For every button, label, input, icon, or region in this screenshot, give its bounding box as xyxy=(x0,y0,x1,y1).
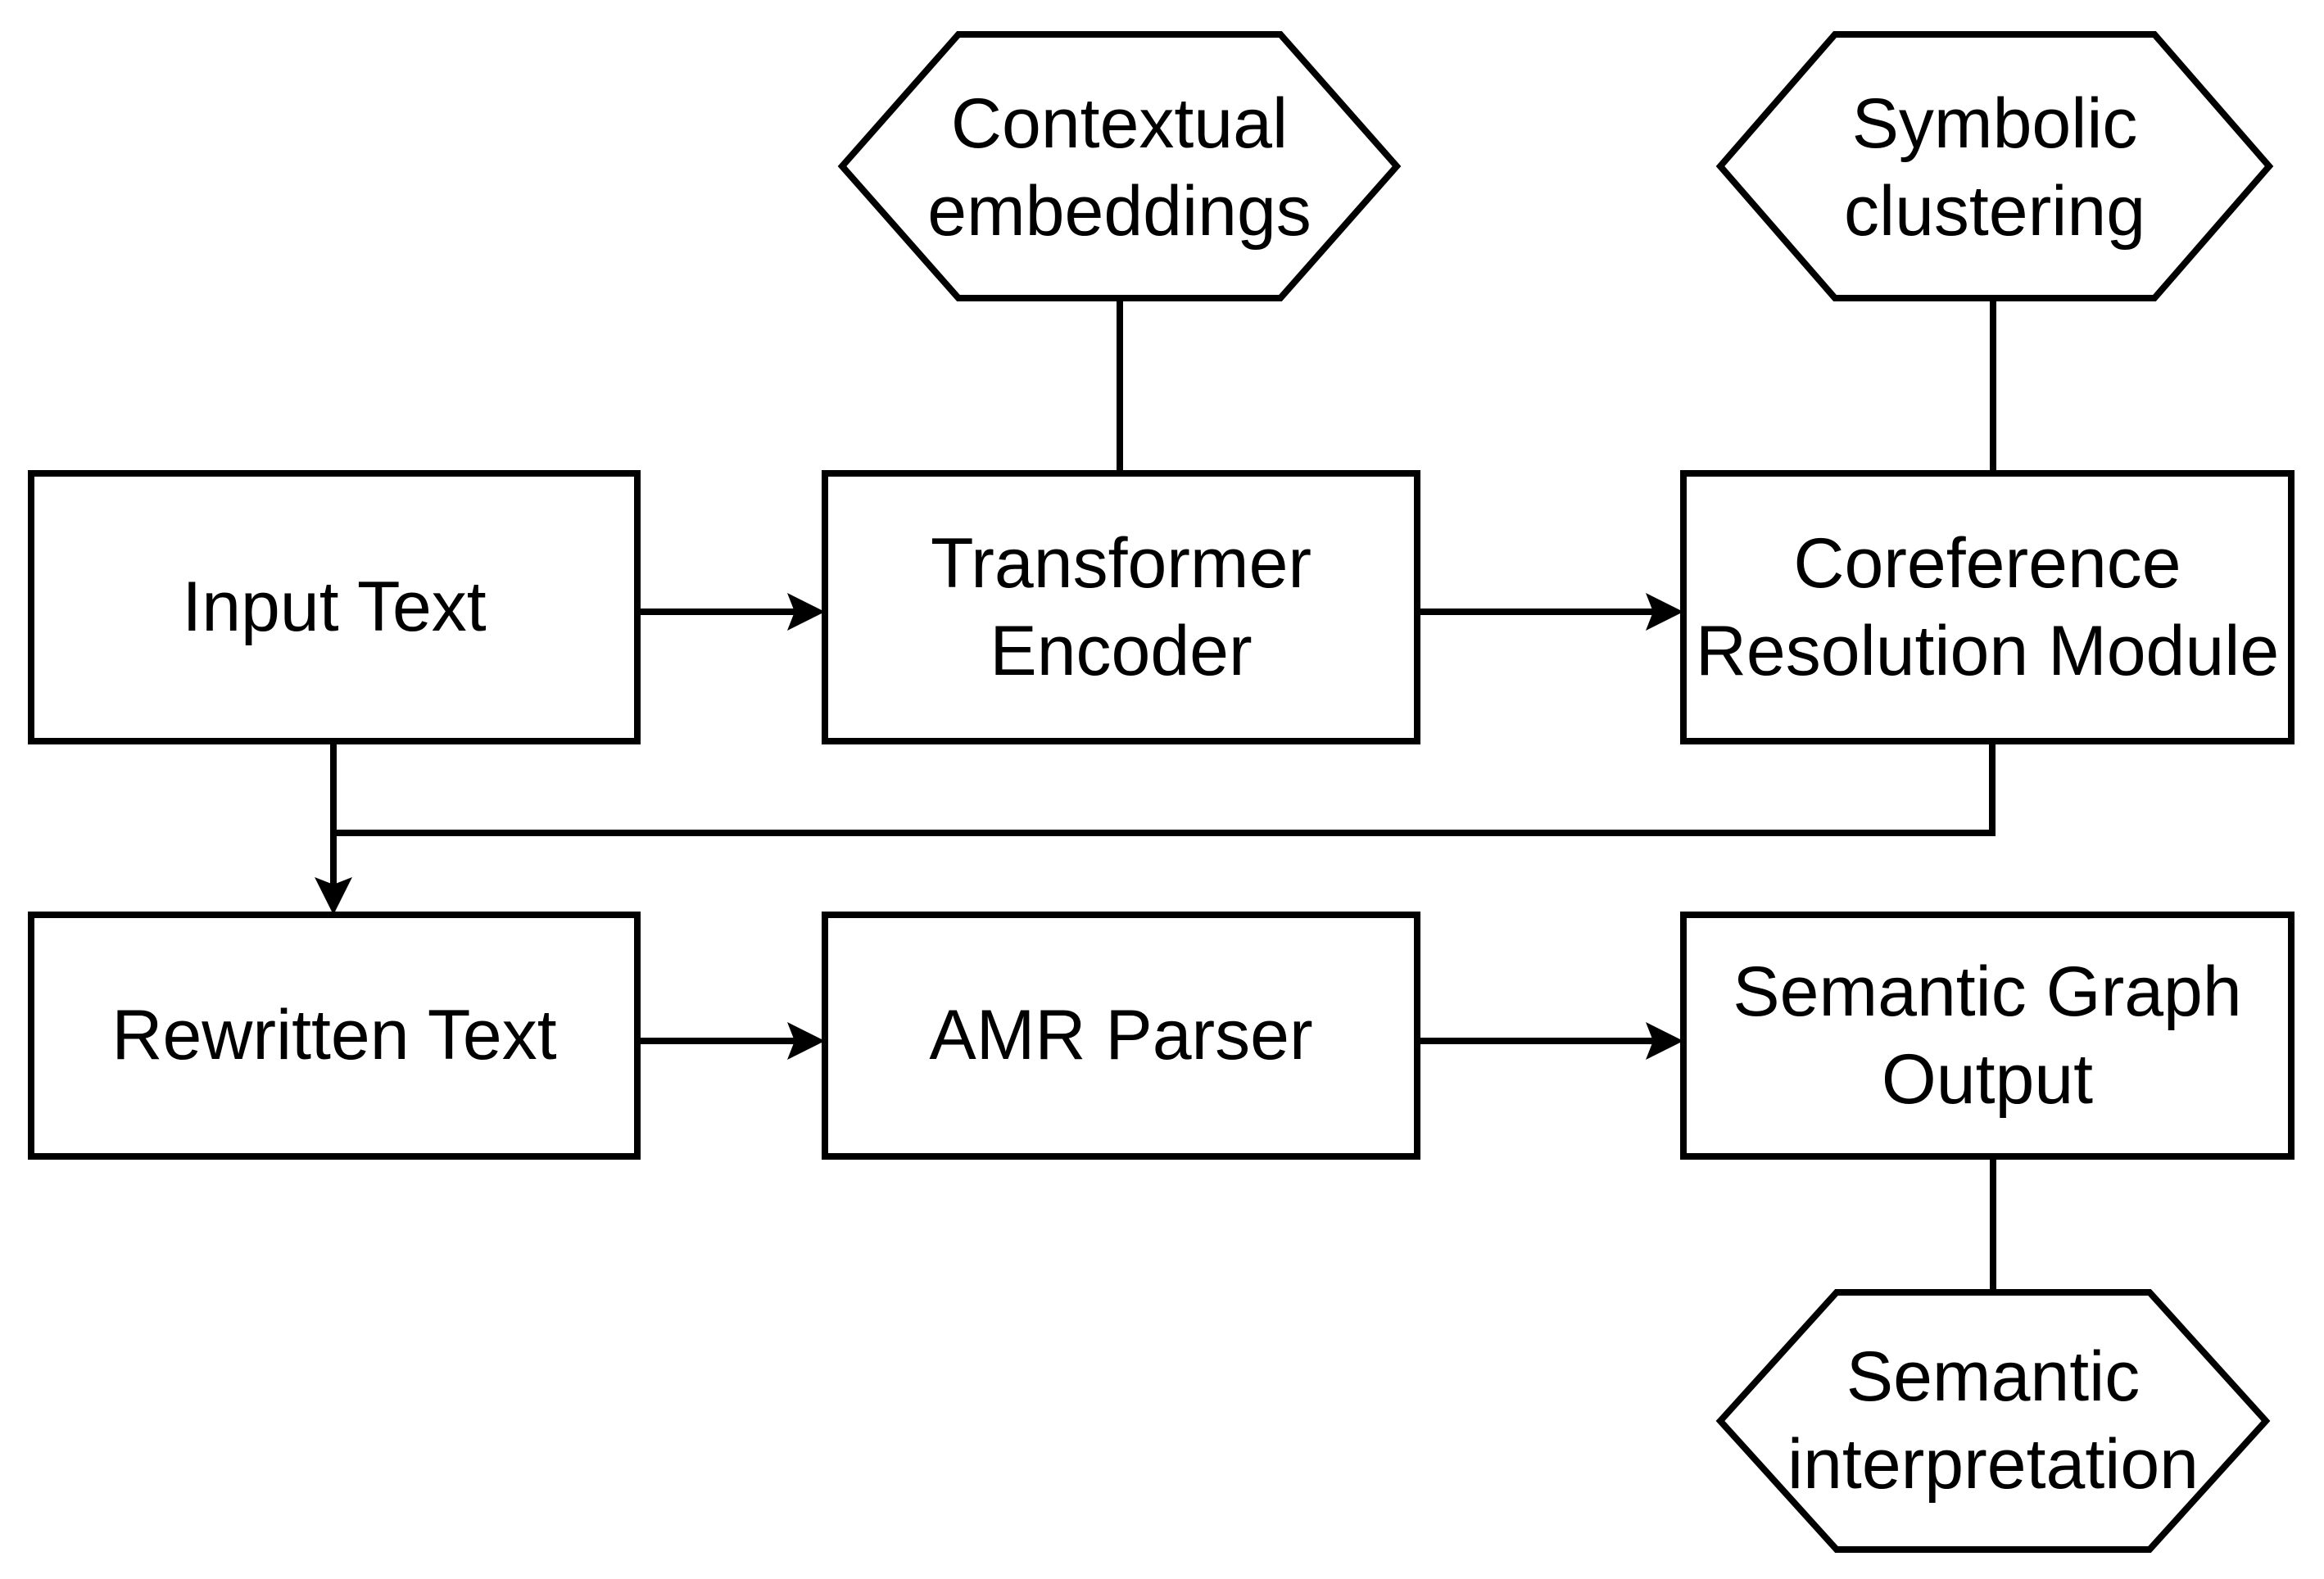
arrowhead-into-rewritten xyxy=(315,877,352,915)
node-symbolic-clustering: Symbolic clustering xyxy=(1843,84,2146,251)
arrowhead-amr-to-semanticgraph xyxy=(1646,1022,1683,1060)
semantic-interpretation-hexagon xyxy=(1715,1289,2271,1553)
input-text-box xyxy=(28,470,641,744)
node-input-text: Input Text xyxy=(182,568,487,646)
arrowhead-input-to-transformer xyxy=(787,593,825,631)
edge-coreference-feedback xyxy=(333,741,1996,836)
coreference-resolution-module-box xyxy=(1680,470,2295,744)
node-transformer-encoder: Transformer Encoder xyxy=(930,523,1312,690)
contextual-embeddings-hexagon xyxy=(837,31,1402,301)
arrowhead-rewritten-to-amr xyxy=(787,1022,825,1060)
node-contextual-embeddings: Contextual embeddings xyxy=(927,84,1311,251)
node-rewritten-text: Rewritten Text xyxy=(111,996,557,1075)
node-semantic-interpretation: Semantic interpretation xyxy=(1787,1337,2199,1504)
node-amr-parser: AMR Parser xyxy=(929,996,1313,1075)
semantic-graph-output-box xyxy=(1680,912,2295,1160)
node-semantic-graph-output: Semantic Graph Output xyxy=(1733,952,2242,1119)
arrowhead-transformer-to-coreference xyxy=(1646,593,1683,631)
rewritten-text-box xyxy=(28,912,641,1160)
amr-parser-box xyxy=(822,912,1420,1160)
node-coreference-resolution-module: Coreference Resolution Module xyxy=(1695,523,2280,690)
transformer-encoder-box xyxy=(822,470,1420,744)
symbolic-clustering-hexagon xyxy=(1715,31,2274,301)
